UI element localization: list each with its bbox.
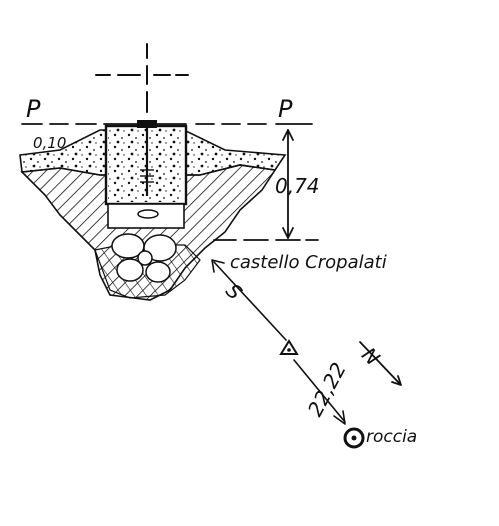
base-opening [137,209,159,219]
reference-right-label: P [278,95,293,123]
bearing-letter: S [221,279,247,305]
north-letter: N [357,343,385,371]
survey-triangle [279,339,299,355]
block-base [107,203,185,229]
roccia-point [343,427,365,449]
location-label: castello Cropalati [230,252,387,273]
reference-left-label: P [26,95,41,123]
offset-top-label: 0,10 [33,134,66,152]
rod-ticks [140,169,154,183]
bearing-line [211,259,287,341]
roccia-point-dot [351,435,357,441]
depth-dimension [282,129,294,239]
distance-line [293,359,346,425]
depth-label: 0,74 [275,174,320,198]
target-label: roccia [366,427,417,447]
foundation-stones [111,233,177,283]
north-arrow [359,341,402,386]
marker-cap [137,120,157,128]
triangle-center-dot [287,348,291,352]
